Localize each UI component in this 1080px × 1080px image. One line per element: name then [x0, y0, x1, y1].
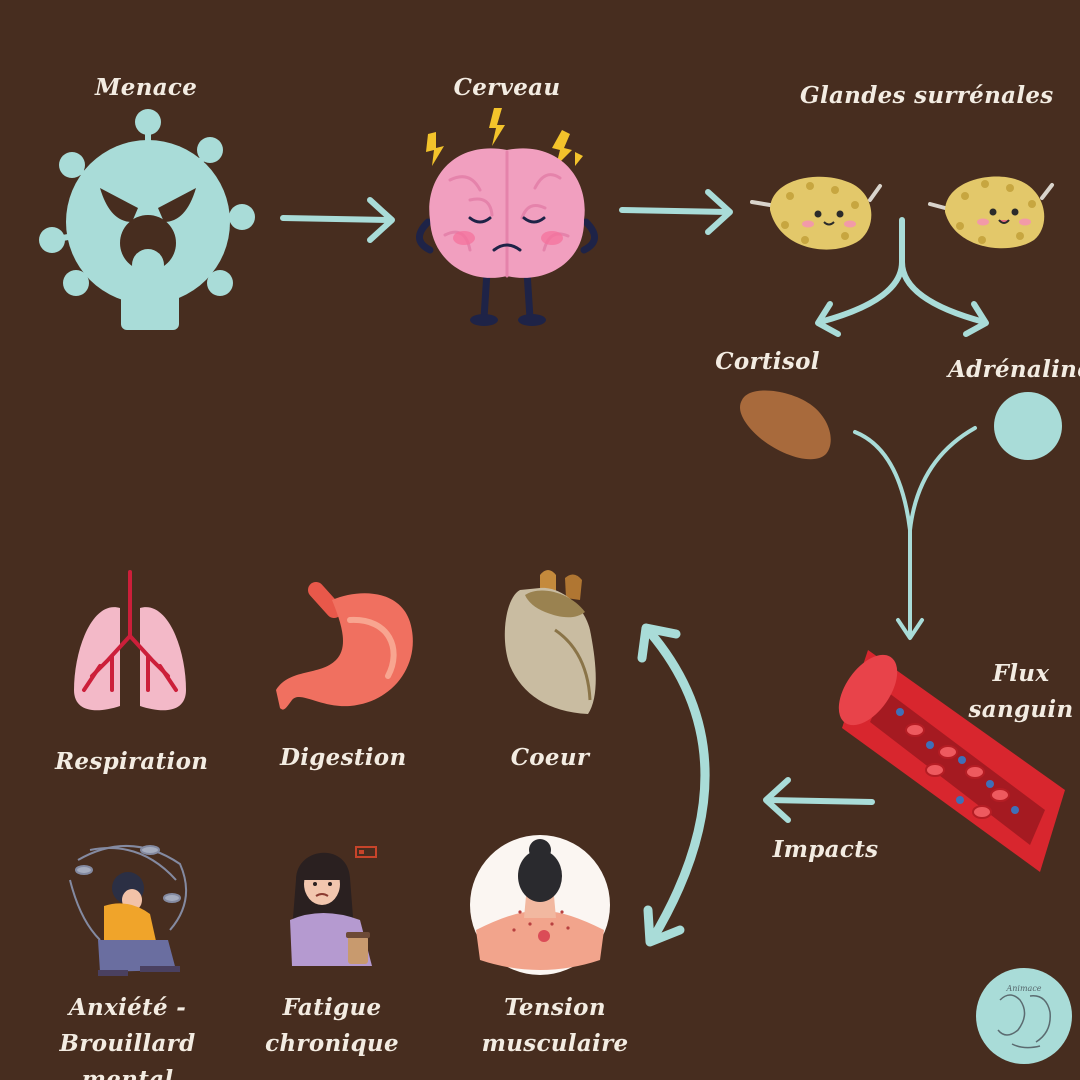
- label-flux-sanguin: Flux sanguin: [968, 660, 1074, 723]
- logo-text: Animace: [1006, 984, 1042, 993]
- stomach-icon: [276, 582, 413, 710]
- fatigue-person-icon: [290, 846, 377, 966]
- brain-icon: [416, 108, 598, 326]
- anxiety-person-icon: [69, 844, 187, 976]
- arrow-brain-to-glands: [619, 189, 733, 235]
- label-cerveau: Cerveau: [453, 74, 561, 101]
- arrow-hormones-to-blood: [853, 426, 977, 640]
- neck-tension-icon: [470, 835, 610, 975]
- label-coeur: Coeur: [510, 744, 590, 771]
- label-digestion: Digestion: [280, 744, 407, 771]
- arrow-glands-split: [815, 217, 989, 337]
- brand-logo: [976, 968, 1072, 1064]
- label-glandes-surrenales: Glandes surrénales: [800, 82, 1054, 109]
- label-tension-musculaire: Tension musculaire: [481, 994, 629, 1057]
- label-respiration: Respiration: [55, 748, 209, 775]
- label-adrenaline: Adrénaline: [948, 356, 1080, 383]
- label-impacts: Impacts: [772, 836, 879, 863]
- blood-vessel-icon: [838, 650, 1065, 872]
- label-menace: Menace: [95, 74, 198, 101]
- adrenal-glands-icon: [750, 176, 1054, 250]
- lungs-icon: [74, 570, 186, 711]
- arrow-threat-to-brain: [280, 197, 395, 243]
- arrow-impacts: [763, 777, 875, 823]
- arrow-cycle-curved: [637, 623, 710, 947]
- label-fatigue-chronique: Fatigue chronique: [265, 994, 399, 1057]
- heart-icon: [504, 570, 596, 714]
- label-anxiete-brouillard: Anxiété - Brouillard mental: [59, 994, 196, 1080]
- adrenaline-shape: [994, 392, 1062, 460]
- cortisol-shape: [740, 390, 831, 460]
- virus-threat-icon: [39, 109, 255, 330]
- label-cortisol: Cortisol: [715, 348, 820, 375]
